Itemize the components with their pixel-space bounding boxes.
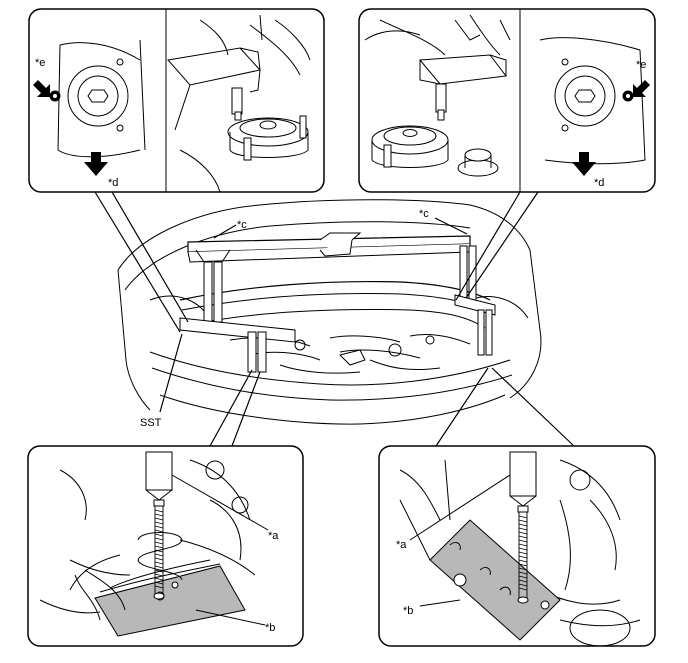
callout-bottom-right: *a *b [378,445,656,647]
label-b-right: *b [403,605,413,617]
callout-leaders [94,191,575,447]
label-d-left: *d [108,177,118,189]
sst-label: SST [140,417,162,429]
label-b-left: *b [265,622,275,634]
label-a-left: *a [268,530,279,542]
callout-top-left: *e *d [28,8,325,193]
arrow-down-icon [84,152,108,176]
callout-top-right: *e *d [358,8,656,193]
vehicle-overview [117,199,542,425]
arrow-down-icon [572,152,596,176]
arrow-diagonal-icon [633,80,650,97]
label-a-right: *a [396,539,407,551]
label-e-left: *e [35,57,45,69]
label-d-right: *d [594,177,604,189]
label-c-right: *c [419,208,429,220]
arrow-diagonal-icon [33,80,50,97]
callout-bottom-left: *a *b [27,445,304,647]
label-e-right: *e [636,59,646,71]
label-c-left: *c [237,219,247,231]
